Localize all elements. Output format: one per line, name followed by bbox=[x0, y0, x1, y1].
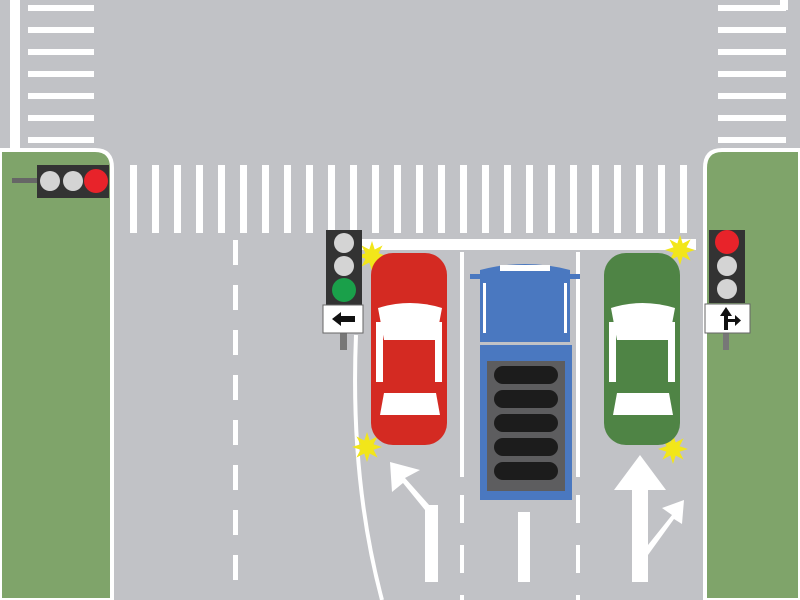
crosswalk-stripe bbox=[394, 165, 401, 233]
crosswalk-stripe bbox=[718, 115, 786, 121]
arrow-straight-right-icon bbox=[720, 307, 741, 330]
straight-left-arrow bbox=[390, 462, 438, 582]
lane-dash bbox=[233, 465, 238, 490]
crosswalk-stripe bbox=[438, 165, 445, 233]
crosswalk-stripe bbox=[240, 165, 247, 233]
crosswalk-stripe bbox=[718, 49, 786, 55]
crosswalk-stripe bbox=[196, 165, 203, 233]
crosswalk-stripe bbox=[658, 165, 665, 233]
lane-line bbox=[576, 252, 580, 477]
crosswalk-stripe bbox=[718, 137, 786, 143]
signal-off-light bbox=[63, 171, 83, 191]
crosswalk-stripe bbox=[28, 5, 94, 11]
arrow-left-icon bbox=[332, 312, 355, 326]
grass-left bbox=[0, 148, 114, 600]
lane-dash bbox=[460, 545, 464, 573]
edge-line bbox=[780, 0, 788, 10]
red-car bbox=[371, 253, 447, 445]
crosswalk-stripe bbox=[718, 71, 786, 77]
straight-arrow bbox=[518, 512, 530, 582]
crosswalk-stripe bbox=[28, 93, 94, 99]
crosswalk-stripe bbox=[718, 93, 786, 99]
top-left-signal bbox=[12, 165, 109, 198]
blinker-flash bbox=[665, 235, 695, 265]
crosswalk-stripe bbox=[306, 165, 313, 233]
crosswalk-stripe bbox=[482, 165, 489, 233]
crosswalk-stripe bbox=[328, 165, 335, 233]
blue-truck bbox=[470, 264, 580, 500]
crosswalk-stripe bbox=[372, 165, 379, 233]
crosswalk-stripe bbox=[592, 165, 599, 233]
crosswalk-stripe bbox=[614, 165, 621, 233]
crosswalk-stripe bbox=[718, 5, 786, 11]
crosswalk-stripe bbox=[28, 49, 94, 55]
lane-dash bbox=[233, 375, 238, 400]
truck-cargo-slot bbox=[494, 438, 558, 456]
lane-dash bbox=[233, 285, 238, 310]
lane-dash bbox=[233, 420, 238, 445]
crosswalk-stripe bbox=[636, 165, 643, 233]
lane-dash bbox=[233, 555, 238, 580]
signal-green-light bbox=[332, 278, 356, 302]
stop-line bbox=[360, 239, 696, 250]
crosswalk-stripe bbox=[416, 165, 423, 233]
lane-dash bbox=[233, 510, 238, 535]
signal-off-light bbox=[40, 171, 60, 191]
lane-dash bbox=[576, 595, 580, 600]
lane-line bbox=[460, 252, 464, 477]
truck-cargo-slot bbox=[494, 366, 558, 384]
crosswalk-stripe bbox=[718, 27, 786, 33]
signal-red-light bbox=[715, 230, 739, 254]
grass-right bbox=[703, 148, 800, 600]
crosswalk-top-right bbox=[718, 5, 786, 143]
lane-dash bbox=[460, 595, 464, 600]
lane-dash bbox=[576, 545, 580, 573]
edge-line bbox=[10, 0, 20, 150]
straight-right-arrow bbox=[614, 455, 684, 582]
lane-dash bbox=[233, 240, 238, 265]
crosswalk-stripe bbox=[526, 165, 533, 233]
signal-red-light bbox=[84, 169, 108, 193]
crosswalk-stripe bbox=[284, 165, 291, 233]
green-car bbox=[604, 253, 680, 445]
blinker-flash bbox=[352, 432, 382, 462]
crosswalk-stripe bbox=[28, 27, 94, 33]
truck-cargo-slot bbox=[494, 390, 558, 408]
lane-dash bbox=[233, 330, 238, 355]
crosswalk-stripe bbox=[504, 165, 511, 233]
crosswalk-stripe bbox=[218, 165, 225, 233]
truck-cargo-slot bbox=[494, 414, 558, 432]
truck-cargo-slot bbox=[494, 462, 558, 480]
crosswalk-stripe bbox=[570, 165, 577, 233]
crosswalk-stripe bbox=[548, 165, 555, 233]
turn-guide-line bbox=[353, 334, 384, 600]
crosswalk-stripe bbox=[460, 165, 467, 233]
right-signal bbox=[704, 230, 751, 350]
crosswalk-stripe bbox=[130, 165, 137, 233]
crosswalk-stripe bbox=[262, 165, 269, 233]
crosswalk-stripe bbox=[28, 71, 94, 77]
lane-dash bbox=[576, 495, 580, 523]
crosswalk-stripe bbox=[152, 165, 159, 233]
crosswalk-stripe bbox=[350, 165, 357, 233]
crosswalk-stripe bbox=[28, 137, 94, 143]
crosswalk-stripe bbox=[174, 165, 181, 233]
lane-markings bbox=[233, 240, 580, 600]
crosswalk-main bbox=[130, 165, 687, 233]
crosswalk-stripe bbox=[28, 115, 94, 121]
lane-dash bbox=[460, 495, 464, 523]
crosswalk-top-left bbox=[28, 5, 94, 143]
left-turn-signal bbox=[322, 230, 364, 350]
crosswalk-stripe bbox=[680, 165, 687, 233]
